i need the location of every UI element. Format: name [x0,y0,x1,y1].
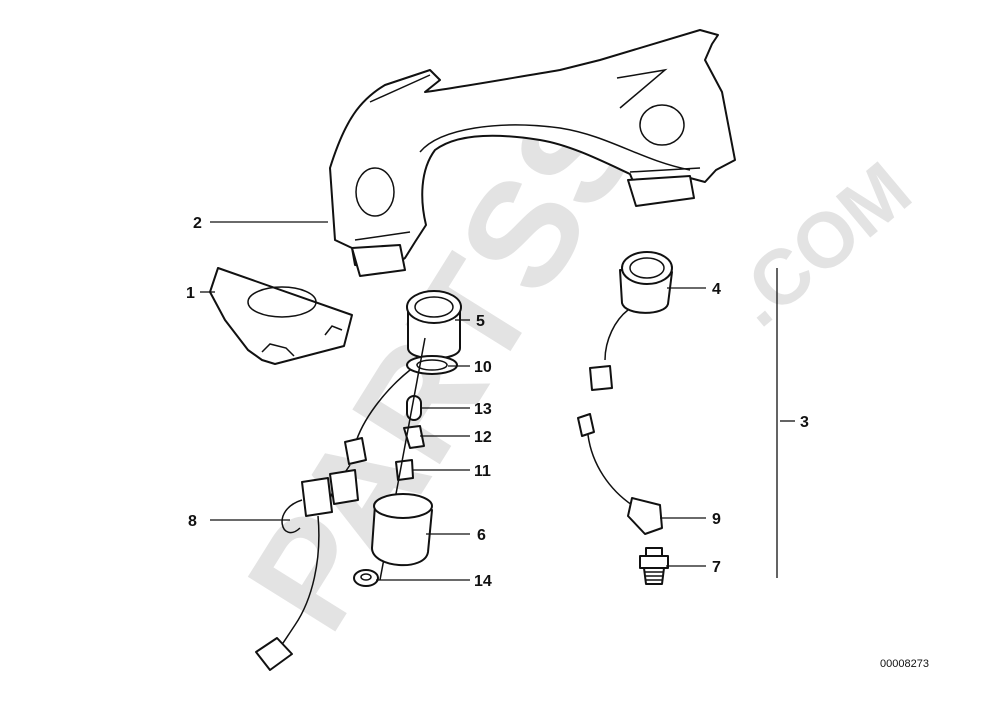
part-5-gauge-housing [406,290,462,360]
part-14-grommet [353,569,379,587]
callout-14: 14 [474,573,492,590]
part-7-sender-unit [639,547,669,585]
callout-13: 13 [474,401,492,418]
part-6-cup [371,493,433,566]
part-8-wiring-harness [255,369,411,671]
leader-lines [200,221,795,581]
callout-4: 4 [712,281,721,298]
watermark-domain: .COM [714,145,927,343]
watermark: PARTSS .COM [215,61,927,657]
callout-1: 1 [186,285,195,302]
callout-9: 9 [712,511,721,528]
callout-6: 6 [477,527,486,544]
part-4-gauge [589,251,673,391]
callout-labels: 2 1 5 10 13 12 11 6 14 8 4 3 9 7 [186,215,809,590]
part-9-sensor-cable [577,413,663,535]
part-1-trim-cover [209,267,353,365]
part-2-instrument-carrier [329,29,736,277]
diagram-id: 00008273 [880,658,929,670]
part-12-bulb-socket [403,425,425,449]
callout-5: 5 [476,313,485,330]
callout-3: 3 [800,414,809,431]
part-10-ring [406,355,458,375]
callout-11: 11 [474,463,491,480]
callout-2: 2 [193,215,202,232]
callout-8: 8 [188,513,197,530]
callout-10: 10 [474,359,492,376]
callout-12: 12 [474,429,492,446]
callout-7: 7 [712,559,721,576]
